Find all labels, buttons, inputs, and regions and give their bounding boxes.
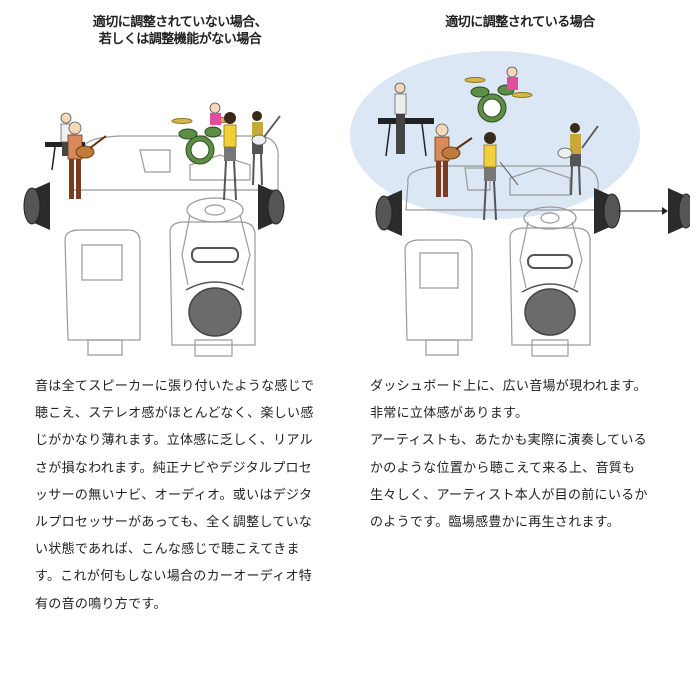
- keyboardist-figure: [378, 82, 434, 157]
- guitarist-figure-left: [434, 123, 473, 197]
- guitarist-figure-right: [251, 111, 281, 186]
- right-description-para-2: アーティストも、あたかも実際に演奏しているかのような位置から聴こえて来る上、音質…: [370, 433, 648, 531]
- right-title-line-1: 適切に調整されている場合: [445, 15, 595, 30]
- left-description: 音は全てスピーカーに張り付いたような感じで聴こえ、ステレオ感がほとんどなく、楽し…: [35, 373, 320, 618]
- right-speaker-r: [594, 188, 621, 234]
- right-title: 適切に調整されている場合: [350, 14, 690, 31]
- right-description-para-1: ダッシュボード上に、広い音場が現われます。非常に立体感があります。: [370, 379, 647, 422]
- left-speaker-r: [258, 184, 285, 230]
- left-panel: 適切に調整されていない場合、 若しくは調整機能がない場合: [10, 0, 350, 673]
- right-description: ダッシュボード上に、広い音場が現われます。非常に立体感があります。 アーティスト…: [370, 373, 655, 536]
- guitarist-figure-left: [67, 121, 107, 199]
- right-panel: 適切に調整されている場合: [350, 0, 690, 673]
- left-speaker-l: [23, 182, 50, 230]
- driver-figure: [521, 254, 579, 336]
- right-speaker-far: [618, 188, 690, 234]
- left-title-line-1: 適切に調整されていない場合、: [92, 15, 268, 30]
- singer-figure-left: [223, 112, 237, 201]
- drum-kit: [171, 102, 233, 165]
- car-interior-outline: [64, 135, 279, 357]
- right-car-illustration: [350, 51, 690, 357]
- left-description-text: 音は全てスピーカーに張り付いたような感じで聴こえ、ステレオ感がほとんどなく、楽し…: [35, 379, 315, 612]
- drum-kit: [464, 66, 533, 123]
- right-speaker-l: [375, 190, 402, 236]
- guitarist-figure-right: [557, 123, 599, 196]
- left-title: 適切に調整されていない場合、 若しくは調整機能がない場合: [10, 14, 350, 48]
- singer-figure: [483, 132, 519, 221]
- left-car-illustration: [23, 102, 285, 357]
- left-title-line-2: 若しくは調整機能がない場合: [98, 32, 262, 47]
- driver-figure: [185, 247, 245, 337]
